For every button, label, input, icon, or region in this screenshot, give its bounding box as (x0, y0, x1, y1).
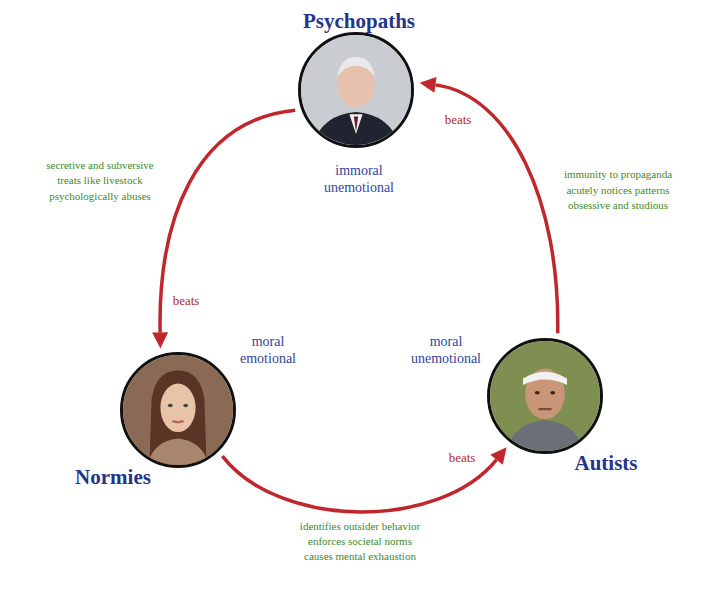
edge-label: beats (171, 293, 202, 309)
trait-note: obsessive and studious (568, 199, 668, 212)
arrow-head (152, 332, 168, 348)
trait-text: moral unemotional (411, 333, 481, 367)
trait-note: secretive and subversive (46, 159, 154, 172)
portrait-illustration (301, 35, 411, 145)
trait-note: treats like livestock (57, 174, 143, 187)
arrow-head (490, 447, 506, 464)
trait-text: moral emotional (240, 333, 296, 367)
arrow-line (160, 110, 295, 332)
arrow-connector (222, 447, 506, 512)
portrait-circle: Autistsmoral unemotional (487, 338, 603, 454)
arrow-head (420, 77, 437, 93)
node-title: Normies (75, 465, 151, 490)
node-title: Autists (574, 451, 637, 476)
portrait-illustration (490, 341, 600, 451)
portrait-illustration (123, 355, 233, 465)
arrow-line (435, 85, 557, 333)
portrait-illustration (490, 341, 600, 451)
edge-label: beats (447, 450, 478, 466)
trait-note: immunity to propaganda (564, 168, 672, 181)
trait-note: psychologically abuses (49, 190, 151, 203)
portrait-illustration (123, 355, 233, 465)
portrait-illustration (301, 35, 411, 145)
trait-note: acutely notices patterns (566, 184, 669, 197)
edge-label: beats (443, 112, 474, 128)
arrow-connector (152, 110, 295, 348)
portrait-circle: Psychopathsimmoral unemotional (298, 32, 414, 148)
trait-note: causes mental exhaustion (304, 550, 416, 563)
arrow-connector (420, 77, 558, 333)
portrait-circle: Normiesmoral emotional (120, 352, 236, 468)
trait-note: enforces societal norms (308, 535, 412, 548)
trait-note: identifies outsider behavior (300, 520, 420, 533)
node-title: Psychopaths (303, 9, 415, 34)
trait-text: immoral unemotional (324, 162, 394, 196)
